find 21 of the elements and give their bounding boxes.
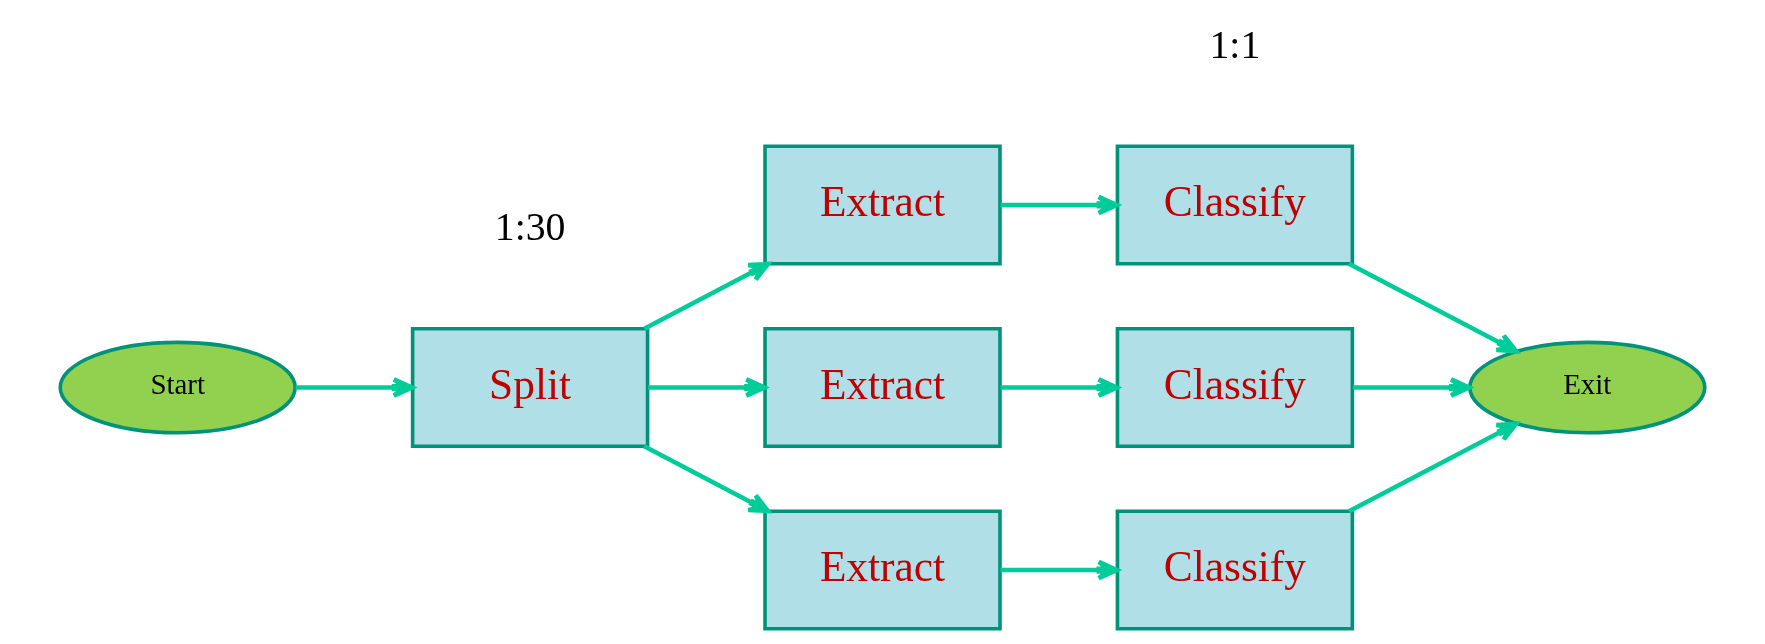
node-box: Classify: [1115, 144, 1355, 266]
arrow: [1347, 421, 1519, 514]
node-box: Split: [410, 326, 650, 449]
node-ellipse: Start: [58, 340, 297, 435]
node-box: Classify: [1115, 326, 1355, 449]
arrow: [648, 377, 767, 398]
arrow: [1000, 377, 1120, 398]
arrow: [1000, 559, 1120, 581]
node-box: Extract: [763, 509, 1002, 631]
arrow: [643, 261, 771, 331]
arrow: [643, 444, 771, 514]
label: 1:30: [494, 205, 566, 250]
node-box: Extract: [763, 326, 1002, 449]
arrow: [1347, 261, 1519, 354]
node-box: Classify: [1115, 509, 1355, 631]
label: 1:1: [1209, 22, 1261, 67]
arrow: [1000, 194, 1120, 216]
arrow: [1352, 377, 1472, 398]
node-ellipse: Exit: [1468, 340, 1707, 435]
node-box: Extract: [763, 144, 1002, 266]
arrow: [295, 377, 415, 398]
